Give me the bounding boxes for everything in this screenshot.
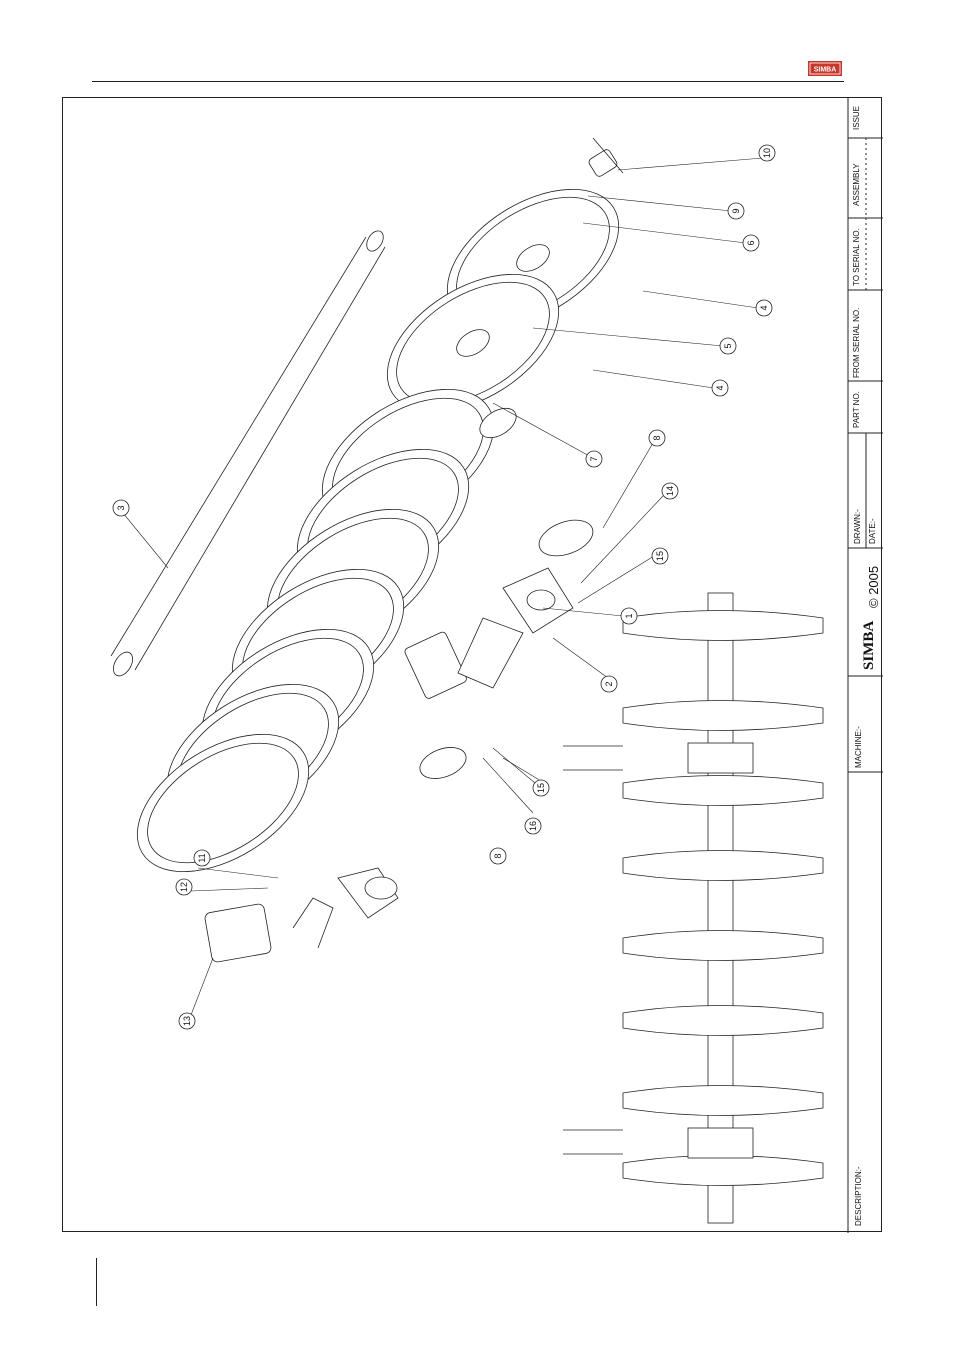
brand-text: SIMBA — [861, 621, 877, 670]
callout-5: 5 — [720, 338, 736, 354]
svg-text:6: 6 — [746, 240, 756, 245]
title-block: DESCRIPTION:- MACHINE:- SIMBA © 2005 DRA… — [848, 98, 883, 1233]
svg-text:11: 11 — [197, 853, 207, 862]
callout-1: 1 — [621, 608, 637, 624]
callout-4b: 4 — [712, 380, 728, 396]
svg-text:16: 16 — [528, 821, 538, 831]
part-no-label: PART NO. — [852, 391, 861, 428]
to-serial-label: TO SERIAL NO. — [852, 228, 861, 286]
svg-text:15: 15 — [536, 783, 546, 793]
issue-label: ISSUE — [852, 106, 861, 130]
callout-13: 13 — [179, 1013, 195, 1029]
svg-text:9: 9 — [731, 208, 741, 213]
callout-2: 2 — [601, 676, 617, 692]
date-label: DATE:- — [868, 518, 877, 544]
svg-text:8: 8 — [652, 435, 662, 440]
svg-text:2: 2 — [604, 681, 614, 686]
leader-lines — [123, 158, 763, 1015]
svg-text:15: 15 — [655, 551, 665, 561]
callout-15a: 15 — [652, 548, 668, 564]
callout-9: 9 — [728, 203, 744, 219]
callout-10: 10 — [759, 145, 775, 161]
copyright-text: © 2005 — [866, 566, 881, 608]
header-rule — [92, 81, 844, 82]
part-callouts: 1 2 3 4 4 5 6 7 8 8 9 10 11 12 13 14 15 … — [113, 145, 775, 1029]
from-serial-label: FROM SERIAL NO. — [852, 308, 861, 378]
simba-logo: SIMBA — [808, 58, 842, 78]
svg-text:3: 3 — [116, 505, 126, 510]
callout-15b: 15 — [533, 780, 549, 796]
machine-label: MACHINE:- — [854, 726, 863, 768]
callout-7: 7 — [586, 451, 602, 467]
callout-8b: 8 — [490, 848, 506, 864]
exploded-drawing: DESCRIPTION:- MACHINE:- SIMBA © 2005 DRA… — [63, 98, 883, 1233]
assembly-label: ASSEMBLY — [852, 163, 861, 206]
svg-text:10: 10 — [762, 148, 772, 158]
svg-text:13: 13 — [182, 1016, 192, 1026]
description-label: DESCRIPTION:- — [854, 1166, 863, 1226]
disc-stack — [113, 138, 642, 900]
svg-text:12: 12 — [179, 882, 189, 892]
callout-8a: 8 — [649, 430, 665, 446]
brand-block: SIMBA © 2005 — [861, 566, 881, 670]
drawing-frame: DESCRIPTION:- MACHINE:- SIMBA © 2005 DRA… — [62, 97, 882, 1232]
svg-text:4: 4 — [715, 385, 725, 390]
svg-text:1: 1 — [624, 613, 634, 618]
callout-16: 16 — [525, 818, 541, 834]
drawn-label: DRAWN:- — [853, 509, 862, 544]
callout-6: 6 — [743, 235, 759, 251]
svg-text:5: 5 — [723, 343, 733, 348]
svg-text:14: 14 — [665, 486, 675, 496]
logo-text: SIMBA — [814, 67, 837, 74]
callout-4a: 4 — [756, 300, 772, 316]
callout-3: 3 — [113, 500, 129, 516]
callout-12: 12 — [176, 879, 192, 895]
callout-14: 14 — [662, 483, 678, 499]
footer-rule — [96, 1258, 97, 1306]
svg-text:4: 4 — [759, 305, 769, 310]
svg-text:8: 8 — [493, 853, 503, 858]
callout-11: 11 — [194, 850, 210, 866]
svg-text:7: 7 — [589, 456, 599, 461]
